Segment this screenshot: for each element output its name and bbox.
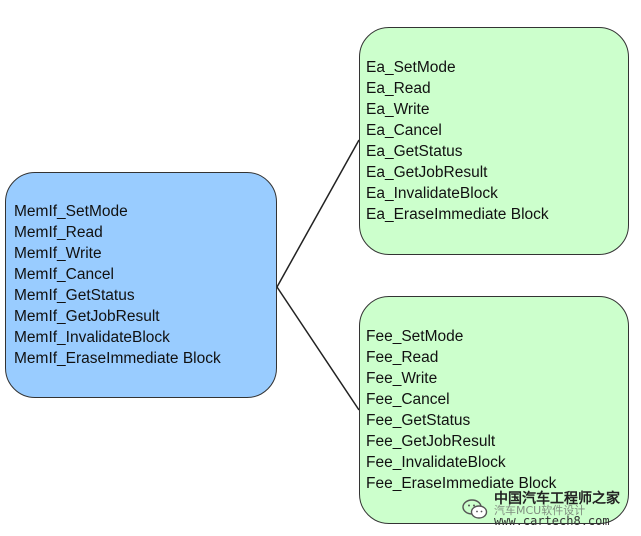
- watermark-url: www.cartech8.com: [494, 514, 610, 528]
- connector-memif-fee: [276, 286, 360, 411]
- fee-item: Fee_Write: [366, 370, 438, 387]
- fee-item: Fee_GetStatus: [366, 412, 471, 429]
- memif-item: MemIf_Write: [14, 245, 102, 262]
- memif-item: MemIf_EraseImmediate Block: [14, 350, 221, 367]
- memif-item: MemIf_SetMode: [14, 203, 128, 220]
- ea-item: Ea_EraseImmediate Block: [366, 206, 549, 223]
- fee-item: Fee_Cancel: [366, 391, 450, 408]
- fee-item: Fee_EraseImmediate Block: [366, 475, 557, 492]
- ea-item: Ea_GetJobResult: [366, 164, 488, 181]
- fee-item: Fee_InvalidateBlock: [366, 454, 506, 471]
- memif-item: MemIf_GetJobResult: [14, 308, 160, 325]
- watermark-title: 中国汽车工程师之家: [494, 491, 620, 507]
- ea-item: Ea_Write: [366, 101, 430, 118]
- watermark-subtitle: 汽车MCU软件设计: [494, 504, 586, 517]
- fee-item: Fee_SetMode: [366, 328, 464, 345]
- ea-item: Ea_GetStatus: [366, 143, 463, 160]
- memif-item: MemIf_InvalidateBlock: [14, 329, 170, 346]
- ea-box: Ea_SetMode Ea_Read Ea_Write Ea_Cancel Ea…: [359, 27, 629, 255]
- fee-item: Fee_Read: [366, 349, 439, 366]
- memif-item: MemIf_GetStatus: [14, 287, 135, 304]
- wechat-icon: [462, 499, 488, 519]
- ea-item: Ea_InvalidateBlock: [366, 185, 498, 202]
- watermark: 中国汽车工程师之家 汽车MCU软件设计 www.cartech8.com: [462, 488, 638, 532]
- ea-item: Ea_Read: [366, 80, 431, 97]
- connector-memif-ea: [276, 139, 360, 288]
- fee-item: Fee_GetJobResult: [366, 433, 496, 450]
- memif-item: MemIf_Cancel: [14, 266, 114, 283]
- ea-item: Ea_SetMode: [366, 59, 456, 76]
- ea-item: Ea_Cancel: [366, 122, 442, 139]
- memif-box: MemIf_SetMode MemIf_Read MemIf_Write Mem…: [5, 172, 277, 398]
- memif-item: MemIf_Read: [14, 224, 103, 241]
- fee-box: Fee_SetMode Fee_Read Fee_Write Fee_Cance…: [359, 296, 629, 524]
